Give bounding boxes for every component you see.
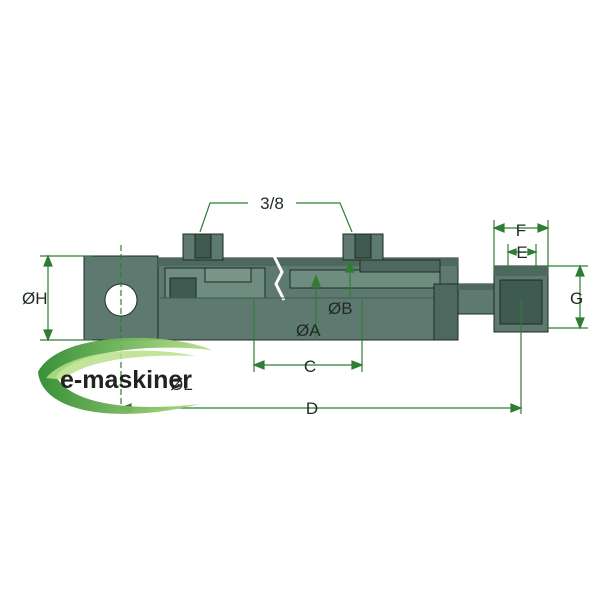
label-b: ØB xyxy=(328,299,353,318)
port-right xyxy=(342,233,384,261)
dimension-labels: 3/8 ØH ØB ØA C D F E G ØL xyxy=(22,194,583,418)
label-thread: 3/8 xyxy=(260,194,284,213)
label-f: F xyxy=(516,221,526,240)
e-maskiner-logo: e-maskiner xyxy=(38,337,212,414)
label-d: D xyxy=(306,399,318,418)
label-g: G xyxy=(570,289,583,308)
label-a: ØA xyxy=(296,321,321,340)
label-h: ØH xyxy=(22,289,48,308)
label-e: E xyxy=(516,243,527,262)
dimension-lines xyxy=(40,202,588,414)
gland xyxy=(433,283,459,341)
port-left xyxy=(182,233,224,261)
label-c: C xyxy=(304,357,316,376)
logo-text: e-maskiner xyxy=(60,366,192,394)
label-l: ØL xyxy=(170,375,193,394)
